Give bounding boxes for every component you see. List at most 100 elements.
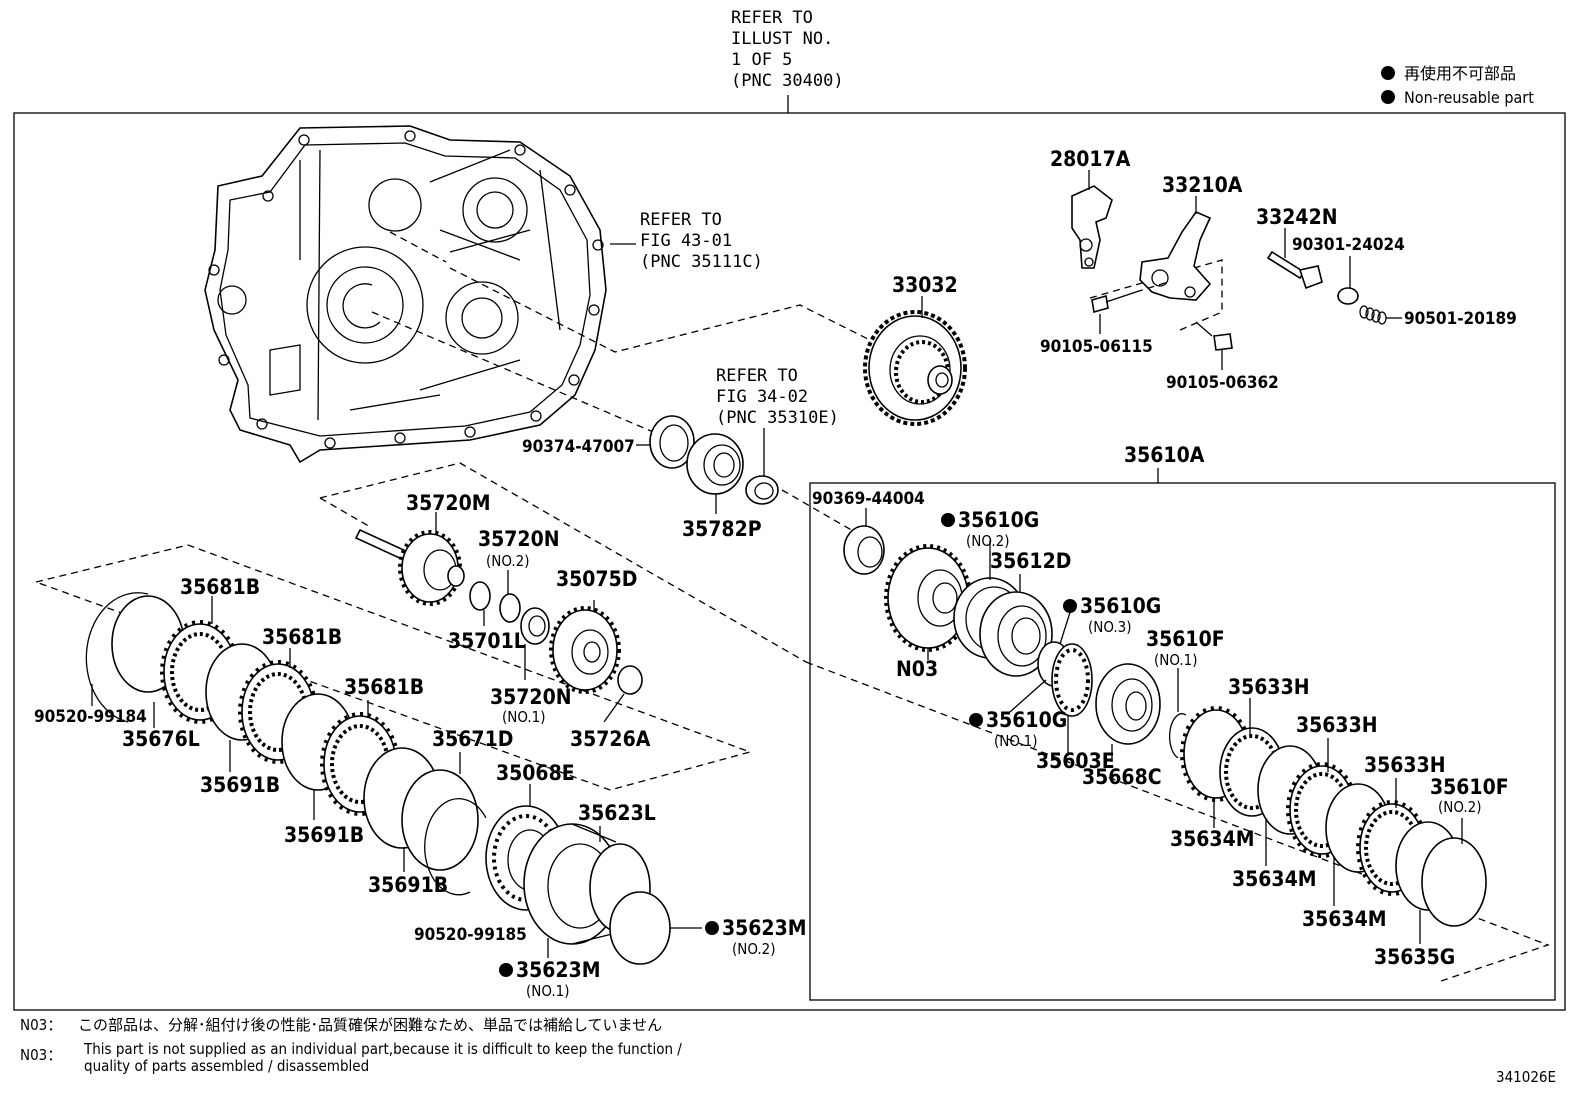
part-90105-06362-bolt <box>1195 321 1233 370</box>
label-35720N-no2-sub: (NO.2) <box>486 552 530 570</box>
part-35782P-bearing <box>686 433 744 514</box>
label-35681B-c: 35681B <box>344 675 424 699</box>
part-35720N-no1-bearing <box>520 607 550 680</box>
part-35726A-ring <box>603 665 643 723</box>
label-35623M-no1-sub: (NO.1) <box>526 982 570 1000</box>
footnote-jp-tag: N03： <box>20 1016 62 1034</box>
svg-text:REFER TO: REFER TO <box>731 8 813 28</box>
label-35068E: 35068E <box>496 761 575 785</box>
part-35612D-piston <box>979 574 1053 677</box>
part-35668C-plate <box>1095 663 1161 762</box>
part-90501-20189-spring <box>1359 305 1402 325</box>
label-35623L: 35623L <box>578 801 656 825</box>
svg-text:(PNC 35310E): (PNC 35310E) <box>716 408 839 428</box>
label-35633H-c: 35633H <box>1364 753 1446 777</box>
nonreusable-dot-icon <box>499 963 513 977</box>
transaxle-housing <box>204 125 607 464</box>
label-35691B-b: 35691B <box>284 823 364 847</box>
part-90105-06115-bolt <box>1091 281 1169 334</box>
part-90369-44004-bearing <box>843 508 885 575</box>
nonreusable-dot-icon <box>969 713 983 727</box>
svg-text:REFER TO: REFER TO <box>640 210 722 230</box>
legend-jp: 再使用不可部品 <box>1404 64 1516 83</box>
label-28017A: 28017A <box>1050 147 1131 171</box>
legend-en: Non-reusable part <box>1404 88 1534 107</box>
part-35075D-gear <box>549 600 621 694</box>
label-35691B-a: 35691B <box>200 773 280 797</box>
label-35603E: 35603E <box>1036 749 1115 773</box>
label-35681B-b: 35681B <box>262 625 342 649</box>
svg-text:FIG 43-01: FIG 43-01 <box>640 231 732 251</box>
clutch-pack-left <box>85 592 487 896</box>
label-35671D: 35671D <box>432 727 513 751</box>
footnote-en-line1: This part is not supplied as an individu… <box>83 1040 682 1058</box>
label-35720N-no1: 35720N <box>490 685 572 709</box>
label-90374-47007: 90374-47007 <box>522 437 635 457</box>
label-35610G-no3-sub: (NO.3) <box>1088 618 1132 636</box>
label-35623M-no2-sub: (NO.2) <box>732 940 776 958</box>
label-35691B-c: 35691B <box>368 873 448 897</box>
part-35610F-no1-ring <box>1168 668 1187 759</box>
ref-fig43: REFER TO FIG 43-01 (PNC 35111C) <box>610 210 763 272</box>
illustration-id: 341026E <box>1496 1068 1556 1086</box>
label-90301-24024: 90301-24024 <box>1292 235 1405 255</box>
footnotes: N03： この部品は、分解･組付け後の性能･品質確保が困難なため、単品では補給し… <box>20 1016 682 1075</box>
clutch-pack-35634M-35633H <box>1180 698 1487 944</box>
label-35623M-no1: 35623M <box>516 958 601 982</box>
part-33242N-pin <box>1266 228 1323 290</box>
label-90520-99185: 90520-99185 <box>414 925 527 945</box>
label-35701L: 35701L <box>448 629 526 653</box>
label-33242N: 33242N <box>1256 205 1338 229</box>
footnote-jp-text: この部品は、分解･組付け後の性能･品質確保が困難なため、単品では補給していません <box>78 1016 662 1034</box>
main-frame <box>13 112 1566 1011</box>
label-35633H-a: 35633H <box>1228 675 1310 699</box>
part-33032-gear <box>863 296 967 426</box>
label-35610F-no2-sub: (NO.2) <box>1438 798 1482 816</box>
label-90501-20189: 90501-20189 <box>1404 309 1517 329</box>
svg-text:REFER TO: REFER TO <box>716 366 798 386</box>
label-35668C: 35668C <box>1082 765 1162 789</box>
label-35782P: 35782P <box>682 517 762 541</box>
ref-fig34: REFER TO FIG 34-02 (PNC 35310E) <box>716 366 839 480</box>
part-90301-24024-oring <box>1337 256 1359 305</box>
part-35623M-seals <box>547 891 702 965</box>
part-33210A-lever <box>1139 196 1212 301</box>
label-35635G: 35635G <box>1374 945 1455 969</box>
part-labels: 28017A 33210A 33242N 90301-24024 90501-2… <box>34 147 1517 1000</box>
label-35681B-a: 35681B <box>180 575 260 599</box>
footnote-en-line2: quality of parts assembled / disassemble… <box>84 1057 369 1075</box>
legend-dot-icon <box>1381 66 1395 80</box>
axis-lines <box>35 231 1550 983</box>
svg-text:ILLUST NO.: ILLUST NO. <box>731 29 833 49</box>
label-35612D: 35612D <box>990 549 1071 573</box>
part-35603E-spring-retainer <box>1051 643 1093 756</box>
label-35720M: 35720M <box>406 491 491 515</box>
label-90369-44004: 90369-44004 <box>812 489 925 509</box>
label-N03: N03 <box>896 657 938 681</box>
legend-dot-icon <box>1381 90 1395 104</box>
label-35633H-b: 35633H <box>1296 713 1378 737</box>
svg-text:(PNC 30400): (PNC 30400) <box>731 71 844 91</box>
label-35610G-no2-sub: (NO.2) <box>966 532 1010 550</box>
assembly-frame-35610A <box>809 482 1556 1001</box>
part-35720M-shaft <box>354 512 465 606</box>
part-bearing-race <box>745 475 779 505</box>
part-28017A-bracket <box>1071 170 1113 269</box>
label-35610G-no1: 35610G <box>986 708 1067 732</box>
label-35676L: 35676L <box>122 727 200 751</box>
svg-text:FIG 34-02: FIG 34-02 <box>716 387 808 407</box>
label-35634M-b: 35634M <box>1232 867 1317 891</box>
label-35720N-no1-sub: (NO.1) <box>502 708 546 726</box>
label-35610F-no1: 35610F <box>1146 627 1225 651</box>
svg-text:1 OF 5: 1 OF 5 <box>731 50 792 70</box>
label-35634M-a: 35634M <box>1170 827 1255 851</box>
label-35610F-no2: 35610F <box>1430 775 1509 799</box>
label-35610G-no1-sub: (NO.1) <box>994 732 1038 750</box>
label-33210A: 33210A <box>1162 173 1243 197</box>
label-35610A: 35610A <box>1124 443 1205 467</box>
nonreusable-dot-icon <box>1063 599 1077 613</box>
part-90374-47007-washer <box>636 415 695 469</box>
part-35610G-no1-seal <box>1009 679 1047 713</box>
